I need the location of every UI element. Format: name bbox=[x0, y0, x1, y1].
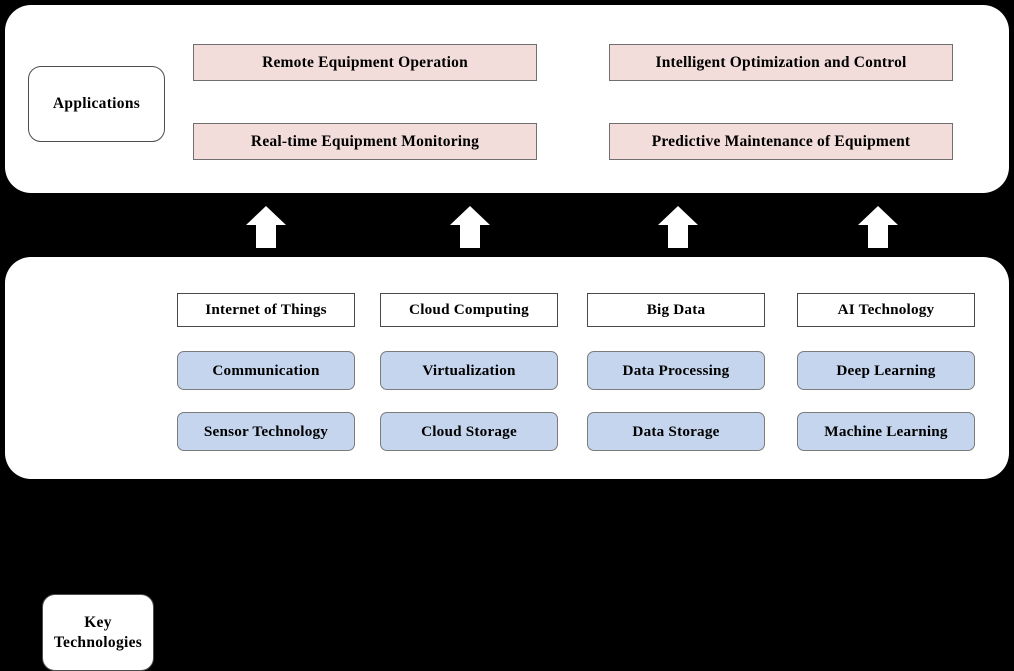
arrow-up-icon bbox=[658, 206, 698, 248]
arrow-up-icon bbox=[858, 206, 898, 248]
applications-panel: Applications Remote Equipment Operation … bbox=[5, 5, 1009, 193]
technology-sub-data-processing[interactable]: Data Processing bbox=[587, 351, 765, 390]
arrow-up-icon bbox=[246, 206, 286, 248]
key-technologies-section-label: Key Technologies bbox=[42, 594, 154, 671]
applications-section-label: Applications bbox=[28, 66, 165, 142]
technology-sub-machine-learning[interactable]: Machine Learning bbox=[797, 412, 975, 451]
application-box-intelligent-optimization-and-control[interactable]: Intelligent Optimization and Control bbox=[609, 44, 953, 81]
technology-head-cloud-computing[interactable]: Cloud Computing bbox=[380, 293, 558, 327]
technology-sub-virtualization[interactable]: Virtualization bbox=[380, 351, 558, 390]
technology-sub-cloud-storage[interactable]: Cloud Storage bbox=[380, 412, 558, 451]
key-technologies-label-line-1: Key bbox=[84, 614, 112, 632]
technology-sub-deep-learning[interactable]: Deep Learning bbox=[797, 351, 975, 390]
key-technologies-panel: Key Technologies Internet of Things Comm… bbox=[5, 257, 1009, 671]
technology-sub-sensor-technology[interactable]: Sensor Technology bbox=[177, 412, 355, 451]
application-box-predictive-maintenance-of-equipment[interactable]: Predictive Maintenance of Equipment bbox=[609, 123, 953, 160]
technology-head-big-data[interactable]: Big Data bbox=[587, 293, 765, 327]
technology-head-internet-of-things[interactable]: Internet of Things bbox=[177, 293, 355, 327]
arrow-up-icon bbox=[450, 206, 490, 248]
technology-sub-data-storage[interactable]: Data Storage bbox=[587, 412, 765, 451]
diagram-canvas: Applications Remote Equipment Operation … bbox=[5, 5, 1009, 671]
application-box-real-time-equipment-monitoring[interactable]: Real-time Equipment Monitoring bbox=[193, 123, 537, 160]
technology-head-ai-technology[interactable]: AI Technology bbox=[797, 293, 975, 327]
key-technologies-label-line-2: Technologies bbox=[53, 633, 143, 651]
application-box-remote-equipment-operation[interactable]: Remote Equipment Operation bbox=[193, 44, 537, 81]
technology-sub-communication[interactable]: Communication bbox=[177, 351, 355, 390]
